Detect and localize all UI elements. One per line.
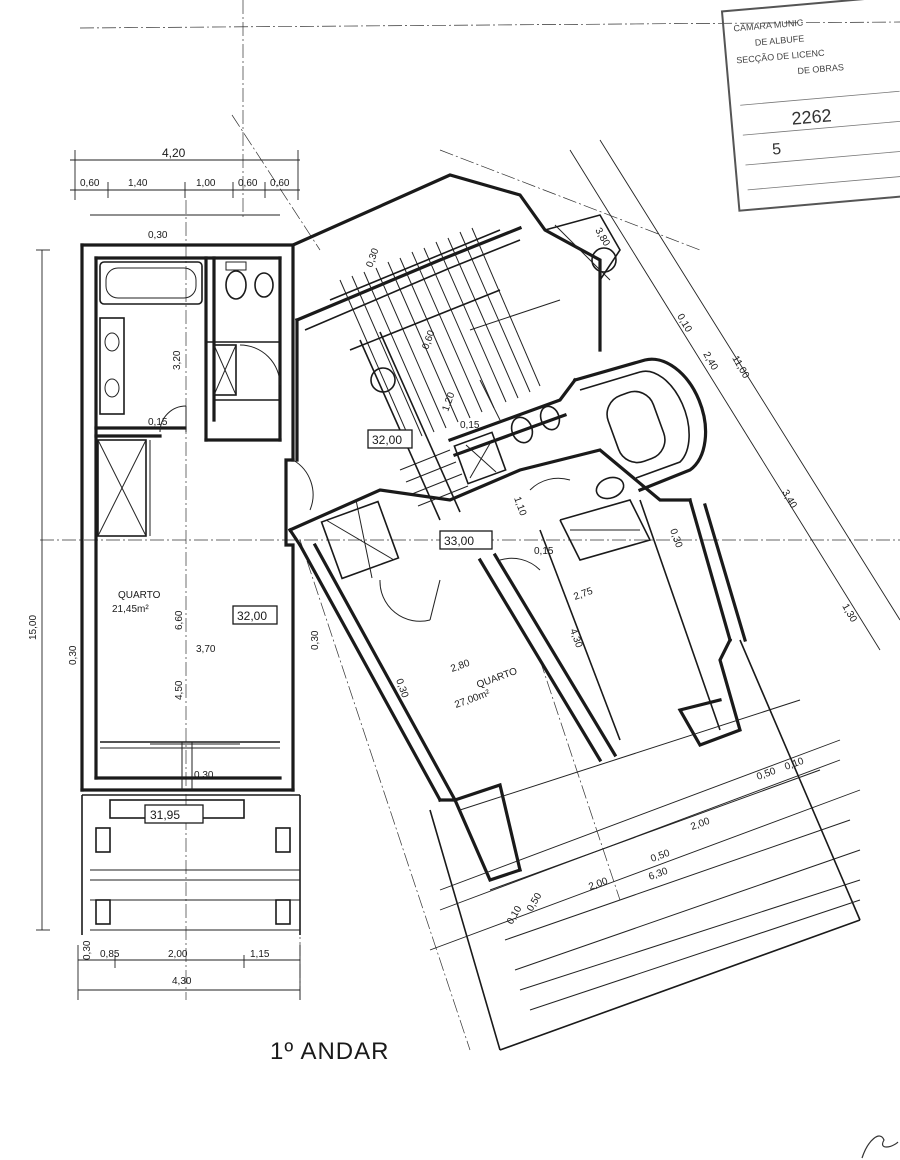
dim-st-120: 1,20 — [440, 391, 457, 413]
dim-st-015b: 0,15 — [534, 546, 554, 557]
dim-b-200a: 2,00 — [689, 816, 711, 833]
municipal-stamp: CÂMARA MUNIC DE ALBUFE SECÇÃO DE LICENC … — [720, 0, 900, 212]
dim-030-bottom: 0,30 — [194, 770, 214, 781]
floor-title: 1º ANDAR — [270, 1038, 390, 1065]
dim-370: 3,70 — [196, 644, 216, 655]
dim-bot-430: 4,30 — [172, 976, 192, 987]
stamp-line-3: SECÇÃO DE LICENC — [736, 48, 826, 66]
dim-030-leftwall: 0,30 — [68, 645, 79, 665]
dim-top-e: 0,60 — [270, 178, 290, 189]
dim-st-030: 0,30 — [364, 247, 381, 269]
dimension-lines — [36, 139, 900, 1000]
dim-rm-430: 4,30 — [567, 627, 584, 649]
dim-st-060: 0,60 — [420, 329, 437, 351]
level-markers: 32,00 32,00 33,00 31,95 — [144, 429, 493, 824]
stair-treads — [339, 227, 541, 441]
dim-b-200b: 2,00 — [587, 876, 609, 893]
dim-bot-115: 1,15 — [250, 949, 270, 960]
stair-block — [290, 173, 621, 521]
dim-top-total: 4,20 — [162, 146, 186, 160]
stamp-handwritten: 5 — [772, 141, 782, 159]
dim-015: 0,15 — [148, 417, 168, 428]
dim-030-rightwall: 0,30 — [310, 630, 321, 650]
dim-r-240: 2,40 — [700, 350, 719, 373]
dim-r-130: 1,30 — [839, 602, 858, 625]
dim-660: 6,60 — [174, 610, 185, 630]
dim-320: 3,20 — [172, 350, 183, 370]
dimension-labels: 4,20 0,60 1,40 1,00 0,60 0,60 0,30 3,20 … — [28, 146, 859, 987]
axis-lines — [40, 0, 900, 1051]
dim-b-010b: 0,10 — [505, 904, 524, 927]
right-wing — [287, 448, 747, 882]
level-marker-3: 33,00 — [444, 534, 474, 548]
room-quarto-right-area: 27,00m² — [453, 688, 492, 711]
level-marker-2: 32,00 — [372, 433, 402, 447]
dim-rm-280: 2,80 — [449, 658, 471, 675]
dim-r-340: 3,40 — [779, 488, 798, 511]
dim-top-c: 1,00 — [196, 178, 216, 189]
stamp-line-4: DE OBRAS — [797, 62, 844, 76]
dim-bot-030: 0,30 — [82, 940, 93, 960]
dim-top-b: 1,40 — [128, 178, 148, 189]
left-balcony — [81, 794, 301, 935]
stamp-line-2: DE ALBUFE — [754, 33, 804, 47]
level-marker-4: 31,95 — [150, 808, 180, 822]
level-marker-1: 32,00 — [237, 609, 267, 623]
dim-b-050: 0,50 — [755, 766, 777, 783]
left-wing — [80, 243, 314, 792]
dim-rm-030: 0,30 — [393, 677, 410, 699]
dim-bot-085: 0,85 — [100, 949, 120, 960]
stamp-number: 2262 — [791, 105, 833, 128]
room-quarto-left-name: QUARTO — [118, 590, 161, 601]
room-quarto-left-area: 21,45m² — [112, 604, 149, 615]
stamp-line-1: CÂMARA MUNIC — [733, 17, 804, 33]
dim-b-010: 0,10 — [783, 756, 805, 773]
dim-r-030: 0,30 — [667, 527, 684, 549]
dim-b-050b: 0,50 — [649, 848, 671, 865]
room-quarto-right-name: QUARTO — [475, 666, 519, 691]
dim-1500: 15,00 — [28, 615, 39, 640]
dim-b-050c: 0,50 — [525, 891, 544, 914]
dim-top-d: 0,60 — [238, 178, 258, 189]
dim-st-015: 0,15 — [460, 420, 480, 431]
dim-top-a: 0,60 — [80, 178, 100, 189]
dim-450: 4,50 — [174, 680, 185, 700]
round-bathroom — [447, 357, 708, 500]
signature — [861, 1135, 899, 1159]
dim-rm-275: 2,75 — [572, 586, 594, 603]
dim-st-110: 1,10 — [511, 495, 528, 517]
dim-030-top: 0,30 — [148, 230, 168, 241]
right-balcony — [429, 639, 861, 1051]
dim-bot-200: 2,00 — [168, 949, 188, 960]
